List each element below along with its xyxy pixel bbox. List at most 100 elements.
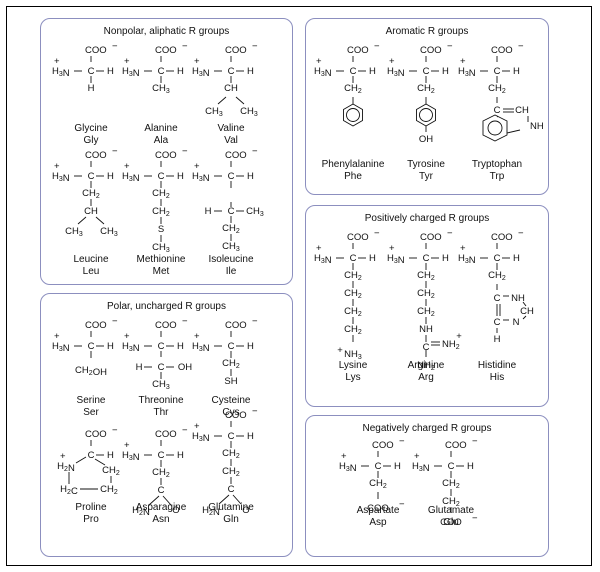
- alpha-carbon: C: [158, 171, 165, 182]
- side-chain-atom: C: [158, 362, 165, 373]
- negative-charge: −: [182, 425, 188, 436]
- negative-charge: −: [472, 513, 478, 524]
- side-chain-atom: CH: [515, 105, 529, 116]
- negative-charge: −: [252, 406, 258, 417]
- positive-charge: +: [456, 331, 462, 342]
- amino-acid-name: Asparagine: [136, 502, 187, 513]
- negative-charge: −: [447, 41, 453, 52]
- side-chain-atom: C: [228, 206, 235, 217]
- benzene-ring: [343, 103, 363, 127]
- amino-acid-abbr: Val: [224, 135, 238, 146]
- negative-charge: −: [399, 436, 405, 447]
- positive-charge: +: [54, 161, 60, 172]
- bond: [148, 495, 160, 506]
- amino-acid-name: Proline: [75, 502, 107, 513]
- negative-charge: −: [518, 228, 524, 239]
- amino-acid-name: Serine: [77, 395, 106, 406]
- side-chain-atom: OH: [419, 134, 433, 145]
- side-chain-atom: CH2: [417, 270, 435, 282]
- side-chain-atom: CH3: [152, 379, 170, 391]
- panel-title-nonpolar: Nonpolar, aliphatic R groups: [103, 26, 230, 37]
- alpha-carbon: C: [228, 431, 235, 442]
- amino-acid-abbr: Ala: [154, 135, 169, 146]
- panel-nonpolar: Nonpolar, aliphatic R groups: [40, 18, 293, 285]
- alpha-hydrogen: H: [394, 461, 401, 472]
- amino-acid-name: Glutamine: [208, 502, 254, 513]
- amine-label: H3N: [387, 66, 405, 79]
- alpha-carbon: C: [350, 66, 357, 77]
- bond: [75, 456, 87, 464]
- side-chain-atom: CH3: [65, 226, 83, 238]
- amine-label: H3N: [52, 341, 70, 354]
- side-chain-atom: CH2: [488, 83, 506, 95]
- side-chain-atom: CH2OH: [75, 365, 107, 378]
- panel-title-polar: Polar, uncharged R groups: [107, 301, 226, 312]
- bond: [235, 96, 245, 105]
- alpha-carbon: C: [494, 66, 501, 77]
- bond: [217, 96, 227, 105]
- positive-charge: +: [54, 56, 60, 67]
- amino-acid-name: Isoleucine: [208, 254, 253, 265]
- carboxylate-label: COO: [155, 429, 177, 440]
- amine-label: H3N: [412, 461, 430, 474]
- side-chain-atom: C: [228, 484, 235, 495]
- alpha-hydrogen: H: [247, 171, 254, 182]
- side-chain-atom: NH: [511, 293, 525, 304]
- amino-acid-abbr: Glu: [443, 517, 459, 528]
- side-chain-atom: CH3: [205, 106, 223, 118]
- side-chain-atom: S: [158, 224, 164, 235]
- alpha-hydrogen: H: [247, 66, 254, 77]
- side-chain-atom: CH2: [442, 478, 460, 490]
- negative-charge: −: [112, 41, 118, 52]
- amino-acid-name: Phenylalanine: [322, 159, 385, 170]
- alpha-hydrogen: H: [467, 461, 474, 472]
- negative-charge: −: [374, 228, 380, 239]
- alpha-hydrogen: H: [369, 66, 376, 77]
- alpha-carbon: C: [158, 450, 165, 461]
- side-chain-atom: H: [494, 334, 501, 345]
- negative-charge: −: [252, 41, 258, 52]
- panel-positive: Positively charged R groups: [305, 205, 549, 407]
- negative-charge: −: [182, 146, 188, 157]
- positive-charge: +: [341, 451, 347, 462]
- amine-label: H3N: [52, 171, 70, 184]
- amino-acid-abbr: Asn: [152, 514, 169, 525]
- side-chain-atom: CH2: [100, 484, 118, 496]
- amine-label: H3N: [339, 461, 357, 474]
- bond: [232, 494, 242, 505]
- amine-label: H3N: [52, 66, 70, 79]
- positive-charge: +: [54, 331, 60, 342]
- positive-charge: +: [124, 56, 130, 67]
- side-chain-atom: OH: [178, 362, 192, 373]
- amine-label: H3N: [122, 171, 140, 184]
- amino-acid-name: Leucine: [73, 254, 108, 265]
- amine-label: H3N: [314, 253, 332, 266]
- side-chain-atom: CH3: [240, 106, 258, 118]
- amino-acid-name: Histidine: [478, 360, 517, 371]
- panel-negative: Negatively charged R groups: [305, 415, 549, 557]
- positive-charge: +: [414, 451, 420, 462]
- amino-acid-abbr: Asp: [369, 517, 387, 528]
- alpha-hydrogen: H: [177, 171, 184, 182]
- bond: [218, 494, 230, 505]
- carboxylate-label: COO: [372, 440, 394, 451]
- side-chain-atom: H2N: [57, 461, 75, 474]
- amine-label: H3N: [192, 431, 210, 444]
- amino-acid-abbr: Trp: [490, 171, 505, 182]
- side-chain-atom: SH: [224, 376, 237, 387]
- amino-acid-name: Threonine: [138, 395, 183, 406]
- side-chain-atom: CH2: [442, 496, 460, 508]
- bond: [496, 115, 499, 118]
- positive-charge: +: [194, 421, 200, 432]
- side-chain-atom: COO: [367, 503, 389, 514]
- alpha-carbon: C: [375, 461, 382, 472]
- aromatic-circle: [419, 108, 433, 122]
- positive-charge: +: [316, 243, 322, 254]
- amine-label: H3N: [122, 66, 140, 79]
- side-chain-atom: CH2: [417, 83, 435, 95]
- positive-charge: +: [460, 243, 466, 254]
- amino-acid-name: Alanine: [144, 123, 178, 134]
- carboxylate-label: COO: [347, 45, 369, 56]
- negative-charge: −: [182, 41, 188, 52]
- alpha-carbon: C: [350, 253, 357, 264]
